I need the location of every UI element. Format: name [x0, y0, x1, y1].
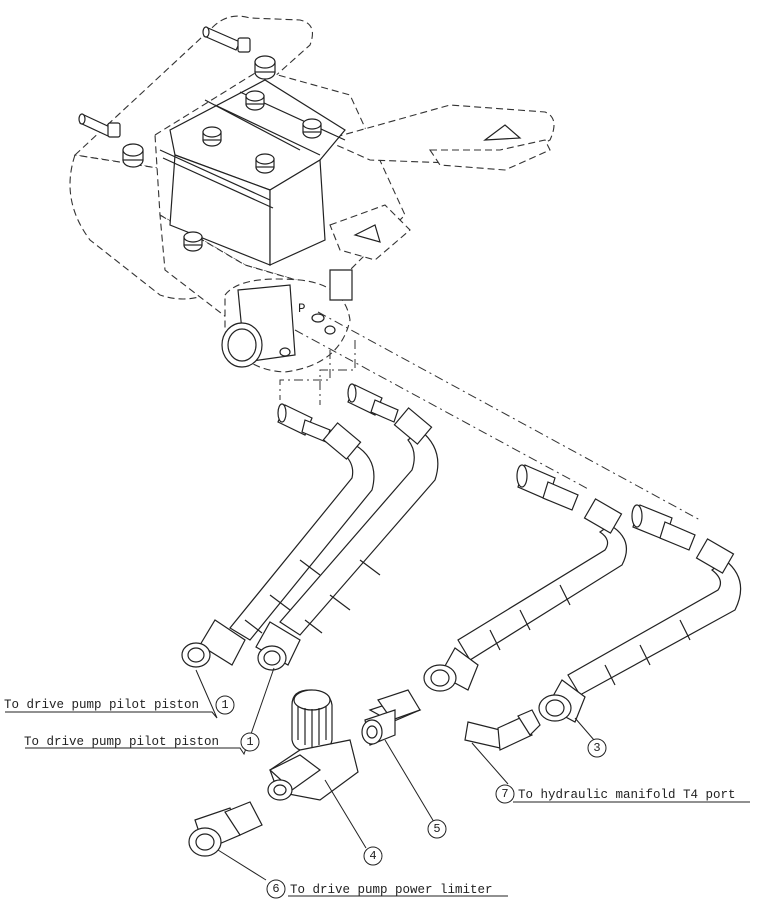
bolt-icon: [122, 143, 144, 168]
hose-assembly: [538, 538, 742, 723]
hose-assembly: [255, 407, 439, 671]
callout-number: 6: [272, 882, 279, 896]
callout-circle: [587, 738, 607, 758]
center-block: [159, 79, 346, 266]
callout-circle: [266, 879, 286, 899]
adapter-fitting: [631, 504, 696, 551]
callout-3: 3: [587, 738, 607, 758]
callout-7: 7 To hydraulic manifold T4 port: [495, 784, 736, 804]
callout-1a: To drive pump pilot piston 1: [4, 695, 235, 715]
callout-number: 5: [433, 822, 440, 836]
bolt-icon: [245, 90, 265, 111]
hose-assembly: [423, 498, 628, 692]
adapter-fitting: [277, 403, 331, 443]
callout-circle: [240, 732, 260, 752]
bolt-icon: [255, 153, 275, 174]
callout-leaders: [5, 667, 750, 897]
bolt-heads: [78, 26, 322, 252]
centerlines: [279, 311, 701, 521]
pump-motor: P: [221, 269, 353, 368]
nipple-fitting: [361, 689, 422, 746]
stud-bolt-icon: [78, 113, 121, 138]
bolt-icon: [254, 55, 276, 80]
callout-circle: [363, 846, 383, 866]
callout-text: To drive pump pilot piston: [4, 698, 199, 712]
callout-number: 7: [501, 787, 508, 801]
union-adapter: [188, 801, 263, 857]
callout-1b: To drive pump pilot piston 1: [24, 732, 260, 752]
callout-circle: [427, 819, 447, 839]
adapter-fitting: [347, 383, 399, 423]
elbow-fitting: [464, 709, 541, 751]
bolt-icon: [302, 118, 322, 139]
callout-4: 4: [363, 846, 383, 866]
hose-assembly: [181, 422, 375, 668]
callout-5: 5: [427, 819, 447, 839]
callout-text: To drive pump pilot piston: [24, 735, 219, 749]
callout-circle: [495, 784, 515, 804]
callout-text: To hydraulic manifold T4 port: [518, 788, 736, 802]
callout-6: 6 To drive pump power limiter: [266, 879, 493, 899]
callout-text: To drive pump power limiter: [290, 883, 493, 897]
callout-number: 4: [369, 849, 376, 863]
callout-number: 1: [221, 698, 228, 712]
callout-number: 3: [593, 741, 600, 755]
bolt-icon: [202, 126, 222, 147]
flow-control-valve: [267, 689, 359, 801]
bolt-icon: [183, 231, 203, 252]
callout-number: 1: [246, 735, 253, 749]
adapter-fitting: [516, 464, 579, 511]
stud-bolt-icon: [202, 26, 251, 53]
callout-circle: [215, 695, 235, 715]
port-label: P: [298, 302, 306, 316]
